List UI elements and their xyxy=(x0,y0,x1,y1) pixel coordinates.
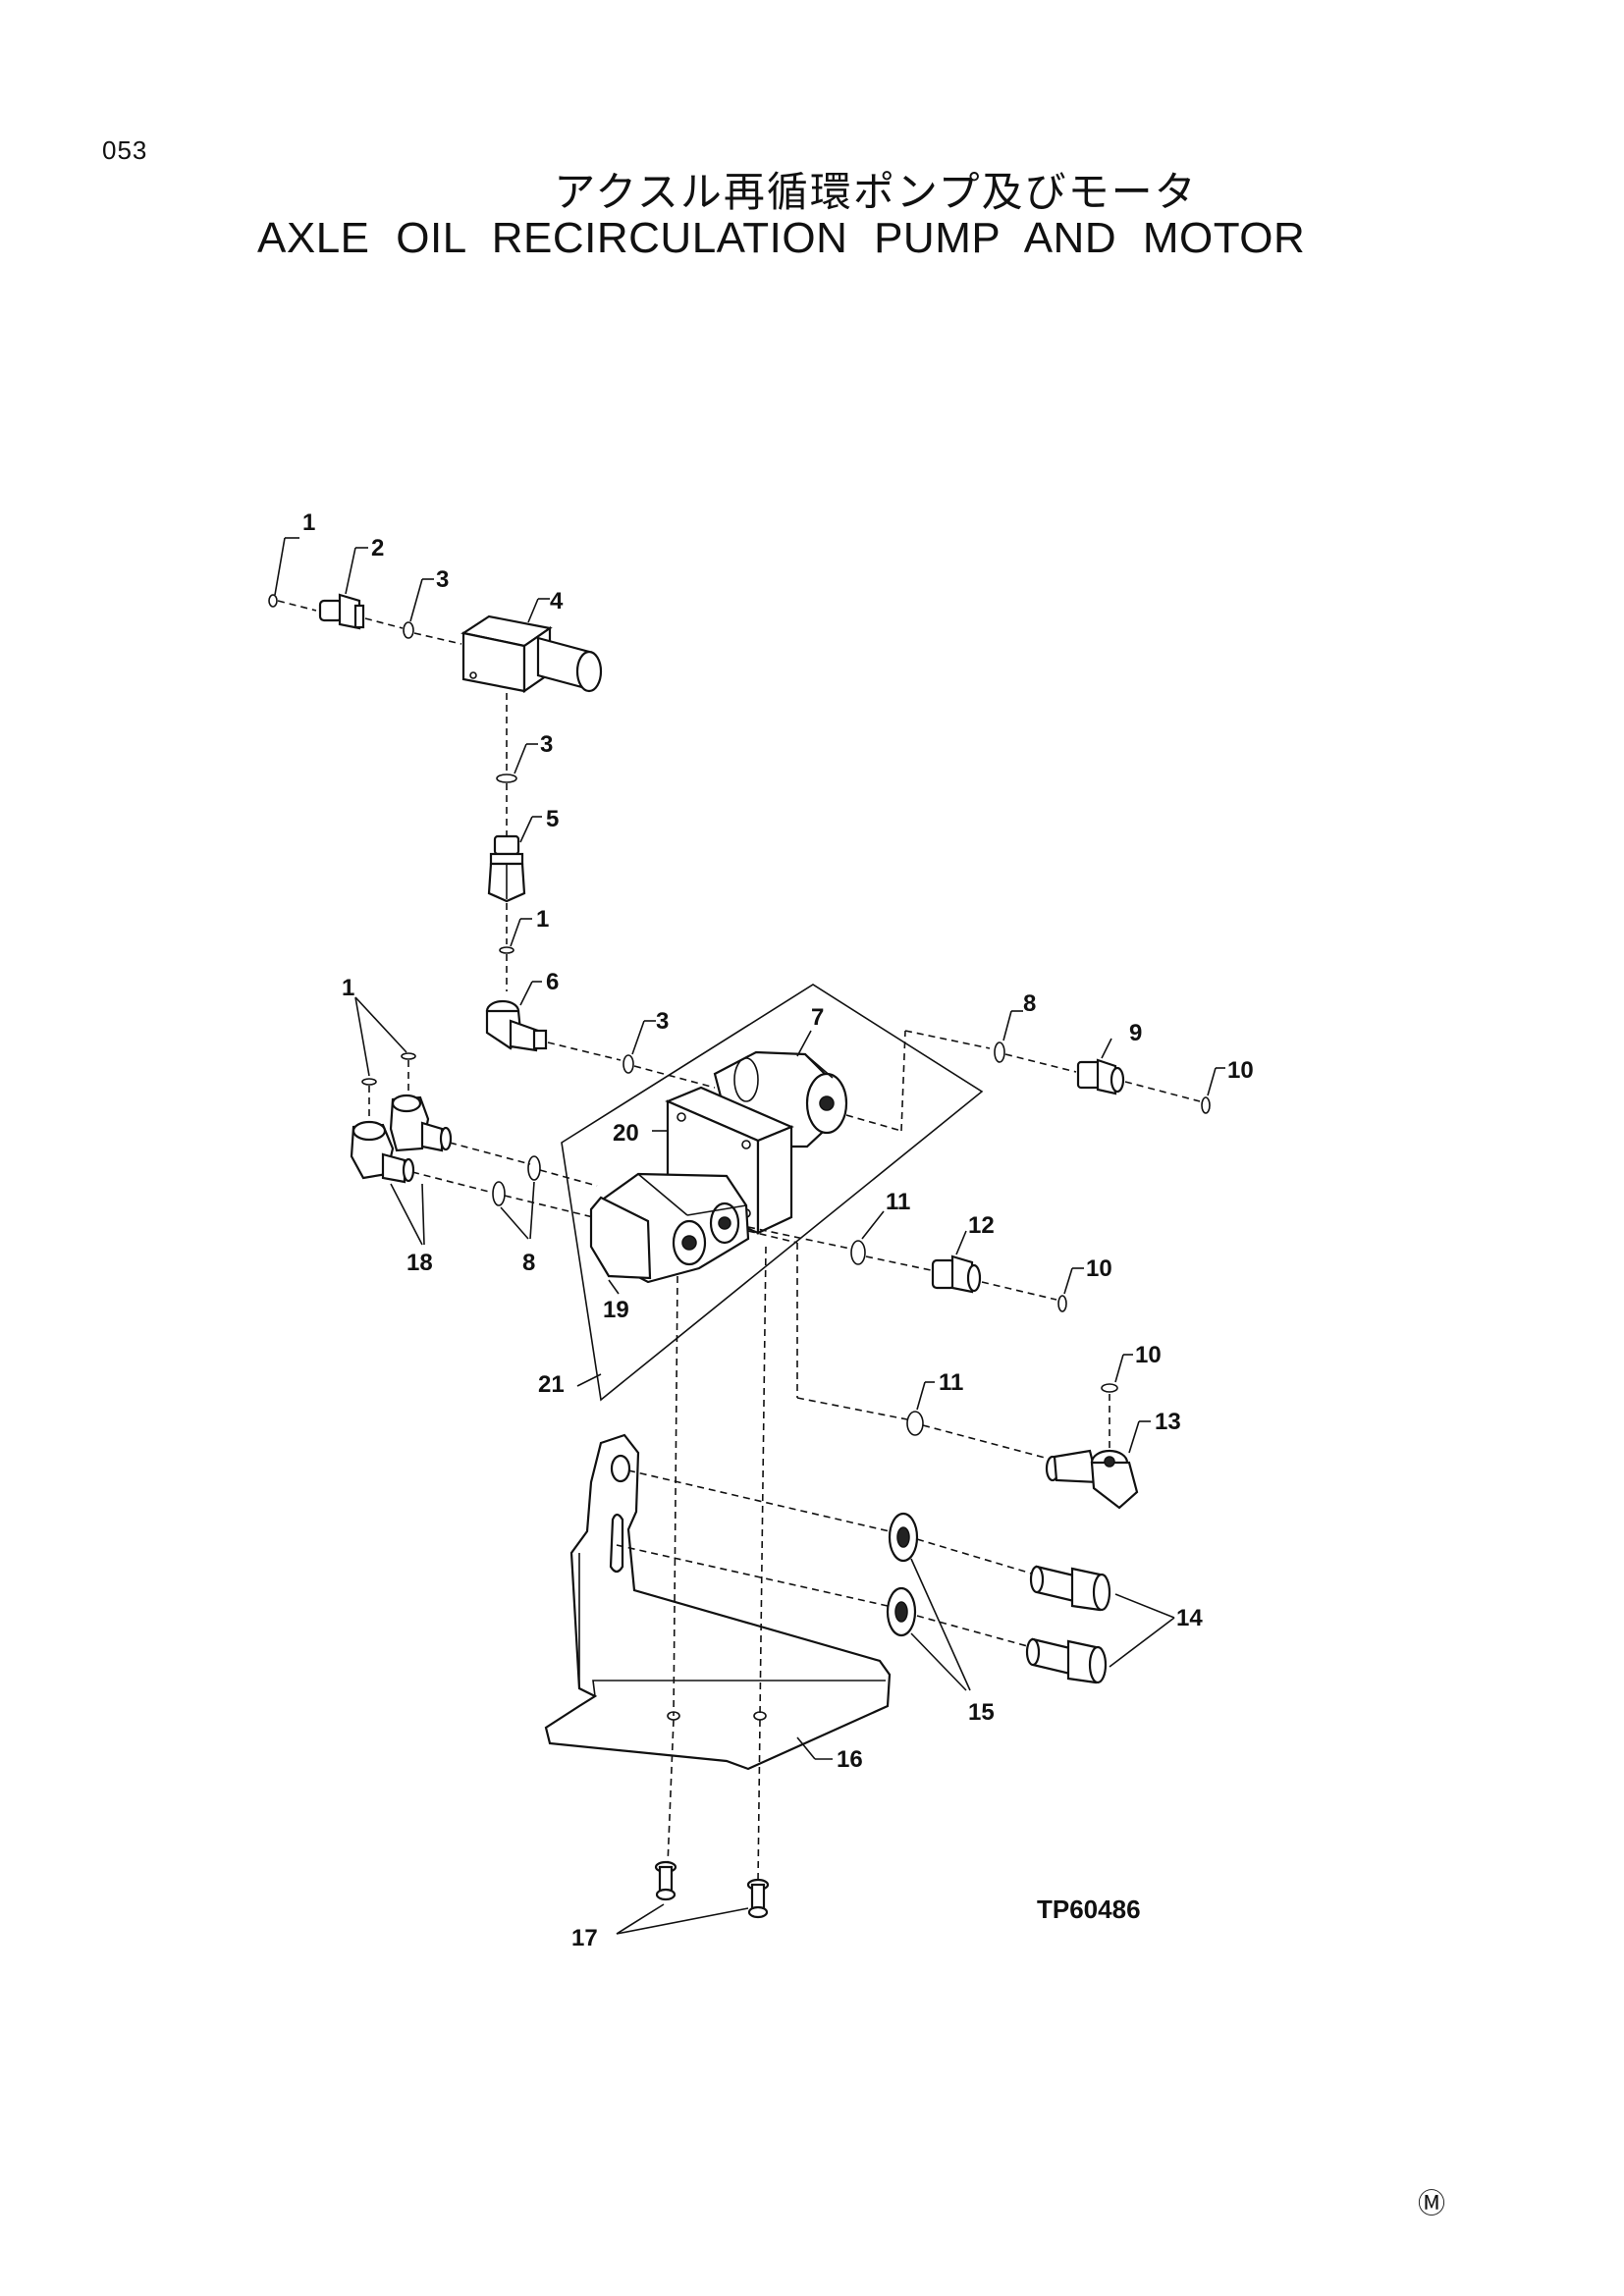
part-19-pump xyxy=(589,1172,750,1284)
part-6-elbow xyxy=(485,999,548,1052)
part-10-oring-right-bottom xyxy=(1101,1383,1118,1393)
callout-15: 15 xyxy=(968,1699,995,1726)
part-10-oring-right-middle xyxy=(1057,1295,1067,1312)
part-1-oring-top xyxy=(268,594,278,608)
callout-14: 14 xyxy=(1176,1605,1203,1631)
callout-16: 16 xyxy=(837,1746,863,1773)
callout-3-middle: 3 xyxy=(540,731,553,758)
callout-1-middle: 1 xyxy=(536,906,549,933)
callout-3-top: 3 xyxy=(436,566,449,593)
callout-8-right: 8 xyxy=(1023,990,1036,1017)
part-15-washers xyxy=(886,1512,919,1637)
callout-10-top: 10 xyxy=(1227,1057,1254,1084)
callout-6: 6 xyxy=(546,969,559,995)
part-8-oring-left-a xyxy=(527,1155,541,1181)
callout-1-top: 1 xyxy=(302,509,315,536)
top-fitting-group xyxy=(268,537,603,694)
title-english: AXLE OIL RECIRCULATION PUMP AND MOTOR xyxy=(257,214,1306,262)
vertical-fitting-chain xyxy=(485,693,548,1052)
part-11-oring-upper xyxy=(850,1240,866,1265)
callout-13: 13 xyxy=(1155,1409,1181,1435)
part-8-oring-left-b xyxy=(492,1181,506,1206)
part-3-oring-middle xyxy=(496,774,517,783)
callout-3-lower: 3 xyxy=(656,1008,669,1035)
part-1-oring-left-a xyxy=(361,1078,377,1086)
callout-1-left: 1 xyxy=(342,975,354,1001)
page-number: 053 xyxy=(102,135,148,165)
part-1-oring-middle xyxy=(499,946,514,954)
callout-17: 17 xyxy=(571,1925,598,1951)
callout-4: 4 xyxy=(550,588,564,614)
part-8-oring-right xyxy=(994,1041,1005,1063)
part-14-bolts xyxy=(1025,1565,1111,1684)
drawing-code: TP60486 xyxy=(1037,1895,1141,1924)
part-1-oring-left-b xyxy=(401,1052,416,1060)
callout-18: 18 xyxy=(406,1250,433,1276)
manual-mark: Ⓜ xyxy=(1418,2187,1446,2219)
callout-10-bottom: 10 xyxy=(1135,1342,1162,1368)
callout-12: 12 xyxy=(968,1212,995,1239)
callout-9: 9 xyxy=(1129,1020,1142,1046)
part-17-bolts xyxy=(654,1860,770,1919)
callout-11-upper: 11 xyxy=(886,1189,910,1215)
part-4-valve-block xyxy=(460,614,603,694)
callout-11-lower: 11 xyxy=(939,1369,963,1396)
callout-21: 21 xyxy=(538,1371,565,1398)
callout-10-middle: 10 xyxy=(1086,1255,1112,1282)
part-2-fitting xyxy=(318,593,365,630)
callout-8-left: 8 xyxy=(522,1250,535,1276)
part-3-oring-top xyxy=(403,621,414,639)
part-11-oring-lower xyxy=(906,1411,924,1436)
part-18-tee-fittings xyxy=(350,996,531,1246)
callout-20: 20 xyxy=(613,1120,639,1147)
part-3-oring-lower xyxy=(623,1054,634,1074)
part-21-pump-motor-assembly xyxy=(561,984,984,1402)
title-japanese: アクスル再循環ポンプ及びモータ xyxy=(554,168,1198,216)
part-16-bracket xyxy=(544,1433,892,1771)
part-10-oring-right-top xyxy=(1201,1096,1211,1114)
part-12-adapter xyxy=(931,1255,982,1294)
part-13-elbow xyxy=(1045,1449,1139,1510)
callout-2: 2 xyxy=(371,535,384,561)
callout-7: 7 xyxy=(811,1004,824,1031)
part-5-fitting xyxy=(487,834,526,903)
callout-5: 5 xyxy=(546,806,559,832)
part-9-adapter xyxy=(1076,1058,1125,1095)
callout-19: 19 xyxy=(603,1297,629,1323)
